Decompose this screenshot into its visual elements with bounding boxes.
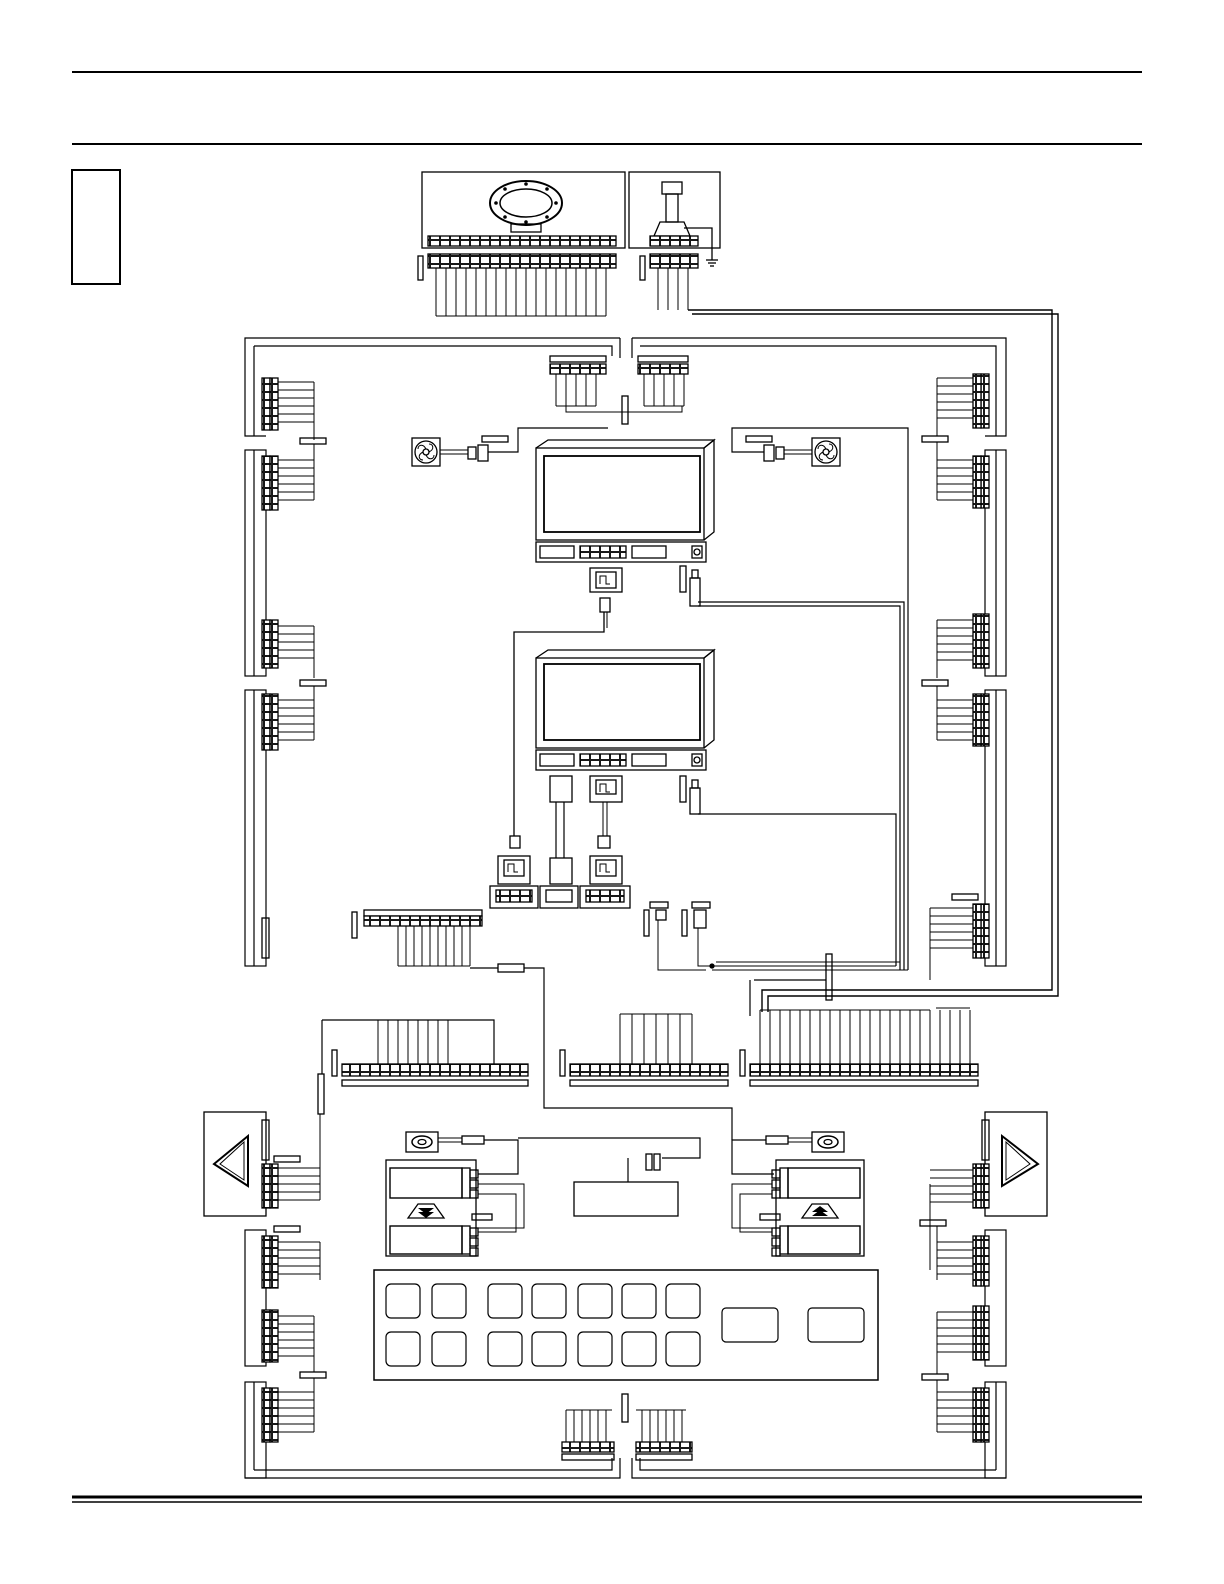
- triangle-handle-icon: [1002, 1136, 1038, 1186]
- pc-ports: [490, 886, 630, 908]
- monitor-lower: [498, 650, 896, 966]
- monitor-icon: [544, 456, 700, 532]
- left-side-connectors-upper: [262, 378, 326, 958]
- beacon-light-module: [629, 172, 720, 310]
- double-chevron-up-icon: [802, 1204, 838, 1218]
- triangle-handle-icon: [214, 1136, 248, 1186]
- cabinet-lower-frame: [245, 1230, 1006, 1478]
- speaker-icon: [412, 1136, 432, 1148]
- right-trigger-handle: [985, 1112, 1047, 1216]
- amplifier-box: [518, 1138, 700, 1216]
- fan-left: [412, 428, 608, 466]
- left-side-connectors-lower: [262, 1114, 326, 1442]
- horn-speaker-module: [418, 172, 625, 316]
- top-harness-connectors: [550, 356, 688, 424]
- monitor-icon: [544, 664, 700, 740]
- ground-icon: [706, 254, 718, 266]
- button-panel: [374, 1270, 878, 1380]
- bottom-harness-connectors: [562, 1394, 692, 1460]
- cable-tie: [826, 954, 832, 1000]
- header-rules: [72, 72, 1142, 1502]
- right-side-connectors-upper: [922, 374, 989, 980]
- fan-icon: [815, 441, 837, 463]
- audio-sockets: [644, 902, 908, 970]
- left-trigger-handle: [204, 1112, 266, 1216]
- speaker-icon: [818, 1136, 838, 1148]
- cabinet-upper-frame: [245, 338, 1006, 966]
- horn-speaker-icon: [490, 181, 562, 232]
- right-side-connectors-lower: [920, 1120, 989, 1442]
- button-panel-icon: [386, 1284, 864, 1366]
- fan-icon: [415, 441, 437, 463]
- control-board-connector: [352, 910, 732, 1140]
- fan-right: [732, 428, 908, 970]
- double-chevron-down-icon: [408, 1204, 444, 1218]
- lower-connector-rows: [318, 1008, 978, 1114]
- section-tab: [72, 170, 120, 284]
- main-harness-right: [688, 310, 1058, 1012]
